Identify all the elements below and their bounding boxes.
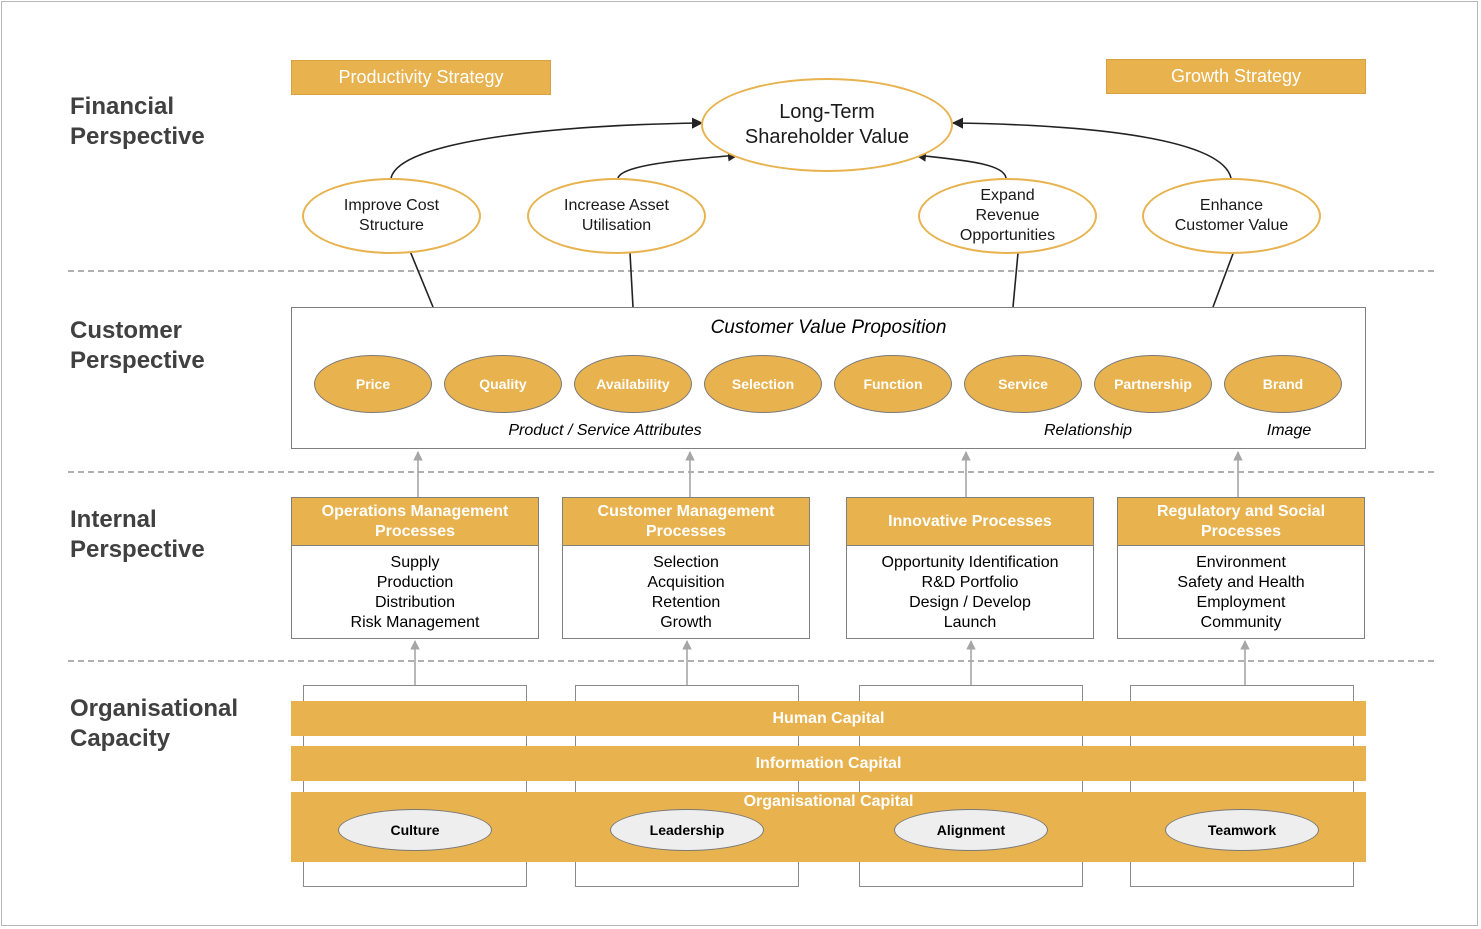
leadership-pill: Leadership xyxy=(610,809,764,851)
process-innovative: Innovative Processes Opportunity Identif… xyxy=(846,497,1094,639)
arrow-revenue-to-value xyxy=(914,150,1007,179)
human-capital-band: Human Capital xyxy=(291,701,1366,736)
process-title: Customer Management Processes xyxy=(563,498,809,546)
organisational-capacity-heading: Organisational Capacity xyxy=(70,695,239,752)
group-image: Image xyxy=(1266,422,1312,439)
process-item: Community xyxy=(1200,614,1282,631)
attribute-quality: Quality xyxy=(444,355,562,413)
process-item: Retention xyxy=(651,594,721,611)
process-title: Regulatory and Social Processes xyxy=(1118,498,1364,546)
process-operations-management: Operations Management Processes Supply P… xyxy=(291,497,539,639)
process-item: Design / Develop xyxy=(909,594,1031,611)
process-item: Launch xyxy=(943,614,997,631)
attribute-availability: Availability xyxy=(574,355,692,413)
alignment-pill: Alignment xyxy=(894,809,1048,851)
group-product-service-attributes: Product / Service Attributes xyxy=(508,422,702,439)
goal-enhance-customer-value: Enhance Customer Value xyxy=(1142,178,1321,254)
long-term-shareholder-value: Long-Term Shareholder Value xyxy=(701,78,953,172)
process-item: R&D Portfolio xyxy=(921,574,1019,591)
goal-improve-cost-structure: Improve Cost Structure xyxy=(302,178,481,254)
link-revenue-cvp xyxy=(1012,252,1019,308)
process-item: Employment xyxy=(1196,594,1286,611)
customer-perspective-heading: Customer Perspective xyxy=(70,317,205,374)
process-item: Distribution xyxy=(374,594,456,611)
link-cost-cvp xyxy=(409,250,434,308)
process-item: Supply xyxy=(390,554,440,571)
attribute-price: Price xyxy=(314,355,432,413)
process-item: Risk Management xyxy=(350,614,480,631)
productivity-strategy-banner: Productivity Strategy xyxy=(291,60,551,95)
information-capital-band: Information Capital xyxy=(291,746,1366,781)
process-item: Selection xyxy=(653,554,719,571)
process-title: Innovative Processes xyxy=(847,498,1093,546)
goal-increase-asset-utilisation: Increase Asset Utilisation xyxy=(527,178,706,254)
process-item: Safety and Health xyxy=(1177,574,1305,591)
process-item: Environment xyxy=(1196,554,1286,571)
goal-expand-revenue-opportunities: Expand Revenue Opportunities xyxy=(918,178,1097,254)
process-customer-management: Customer Management Processes Selection … xyxy=(562,497,810,639)
culture-pill: Culture xyxy=(338,809,492,851)
process-item: Growth xyxy=(660,614,712,631)
attribute-partnership: Partnership xyxy=(1094,355,1212,413)
financial-perspective-heading: Financial Perspective xyxy=(70,93,205,150)
process-regulatory-social: Regulatory and Social Processes Environm… xyxy=(1117,497,1365,639)
process-title: Operations Management Processes xyxy=(292,498,538,546)
link-customer-value-cvp xyxy=(1212,250,1235,308)
link-asset-cvp xyxy=(629,252,634,308)
arrow-asset-to-value xyxy=(617,150,740,179)
cvp-title: Customer Value Proposition xyxy=(710,317,947,338)
arrow-customer-value-to-value xyxy=(951,117,1232,179)
process-item: Opportunity Identification xyxy=(881,554,1059,571)
internal-perspective-heading: Internal Perspective xyxy=(70,506,205,563)
process-item: Acquisition xyxy=(647,574,725,591)
teamwork-pill: Teamwork xyxy=(1165,809,1319,851)
attribute-selection: Selection xyxy=(704,355,822,413)
arrow-cost-to-value xyxy=(390,117,704,179)
attribute-function: Function xyxy=(834,355,952,413)
process-item: Production xyxy=(376,574,454,591)
group-relationship: Relationship xyxy=(1043,422,1133,439)
growth-strategy-banner: Growth Strategy xyxy=(1106,59,1366,94)
attribute-service: Service xyxy=(964,355,1082,413)
attribute-brand: Brand xyxy=(1224,355,1342,413)
